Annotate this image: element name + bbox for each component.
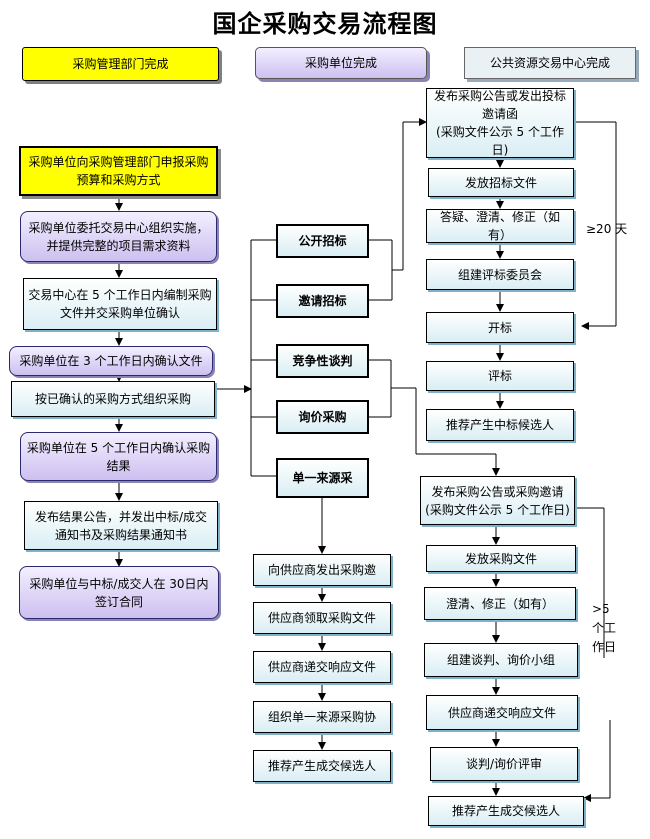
nego-publish: 发布采购公告或采购邀请 (采购文件公示 5 个工作日) [420,476,575,525]
method-inquiry: 询价采购 [276,400,369,434]
nego-recommend: 推荐产生成交候选人 [428,796,584,826]
single-recommend: 推荐产生成交候选人 [253,750,391,782]
page-title: 国企采购交易流程图 [212,10,438,38]
step-compile-documents: 交易中心在 5 个工作日内编制采购文件并交采购单位确认 [23,278,217,330]
step-sign-contract: 采购单位与中标/成交人在 30日内签订合同 [19,566,219,619]
tender-open: 开标 [426,312,574,343]
single-submit-response: 供应商递交响应文件 [253,651,391,683]
step-organize-procurement: 按已确认的采购方式组织采购 [11,381,215,417]
legend-center: 公共资源交易中心完成 [464,47,636,79]
tender-publish: 发布采购公告或发出投标邀请函 (采购文件公示 5 个工作日) [426,88,574,158]
tender-committee: 组建评标委员会 [426,259,574,290]
method-invited-tender: 邀请招标 [276,284,369,318]
method-competitive-negotiation: 竞争性谈判 [276,344,369,378]
single-invite: 向供应商发出采购邀 [253,554,391,586]
single-negotiate: 组织单一来源采购协 [253,701,391,733]
nego-submit-response: 供应商递交响应文件 [426,695,578,730]
step-publish-result: 发布结果公告，并发出中标/成交通知书及采购结果通知书 [24,501,218,550]
tender-clarify: 答疑、澄清、修正（如有） [426,209,574,243]
step-confirm-result: 采购单位在 5 个工作日内确认采购结果 [20,432,217,481]
tender-recommend: 推荐产生中标候选人 [426,409,574,441]
nego-group: 组建谈判、询价小组 [424,643,578,677]
nego-distribute: 发放采购文件 [426,545,576,572]
method-open-tender: 公开招标 [276,224,369,258]
legend-dept: 采购管理部门完成 [22,47,219,81]
tender-days-note: ≥20 天 [586,222,628,236]
single-collect-documents: 供应商领取采购文件 [253,602,391,634]
nego-clarify: 澄清、修正（如有） [424,587,576,620]
tender-evaluate: 评标 [426,361,574,391]
tender-distribute: 发放招标文件 [428,168,574,197]
method-single-source: 单一来源采 [276,458,369,498]
step-confirm-documents: 采购单位在 3 个工作日内确认文件 [9,346,213,376]
nego-days-note: >5 个工 作日 [592,602,617,654]
nego-review: 谈判/询价评审 [430,747,578,781]
step-entrust-center: 采购单位委托交易中心组织实施，并提供完整的项目需求资料 [20,211,217,262]
step-apply-budget: 采购单位向采购管理部门申报采购预算和采购方式 [19,146,218,196]
legend-unit: 采购单位完成 [255,47,427,79]
